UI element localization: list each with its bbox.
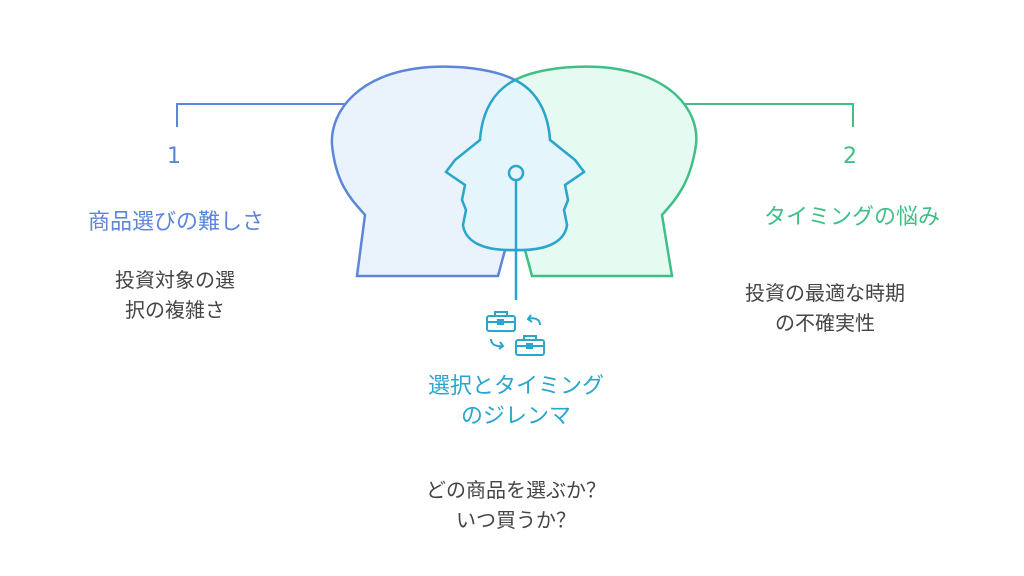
right-number: 2 [843, 144, 857, 169]
right-title: タイミングの悩み [763, 205, 940, 230]
center-question-line: いつ買うか？ [456, 508, 576, 532]
center-question-line: どの商品を選ぶか？ [426, 478, 606, 502]
right-desc-line: の不確実性 [775, 311, 875, 335]
center-question: どの商品を選ぶか？ いつ買うか？ [366, 475, 666, 535]
right-desc-line: 投資の最適な時期 [745, 281, 905, 305]
right-description: 投資の最適な時期 の不確実性 [715, 278, 935, 338]
briefcase-swap-icon [486, 311, 545, 356]
left-desc-line: 択の複雑さ [125, 298, 225, 322]
left-title: 商品選びの難しさ [87, 210, 264, 235]
left-connector-line [176, 103, 345, 127]
left-number: 1 [167, 144, 181, 169]
left-description: 投資対象の選 択の複雑さ [75, 265, 275, 325]
center-title-line: のジレンマ [460, 404, 571, 429]
right-connector-line [685, 103, 854, 127]
center-node [507, 164, 525, 182]
left-desc-line: 投資対象の選 [115, 268, 235, 292]
center-title-line: 選択とタイミング [427, 374, 604, 399]
center-title: 選択とタイミング のジレンマ [366, 372, 666, 432]
